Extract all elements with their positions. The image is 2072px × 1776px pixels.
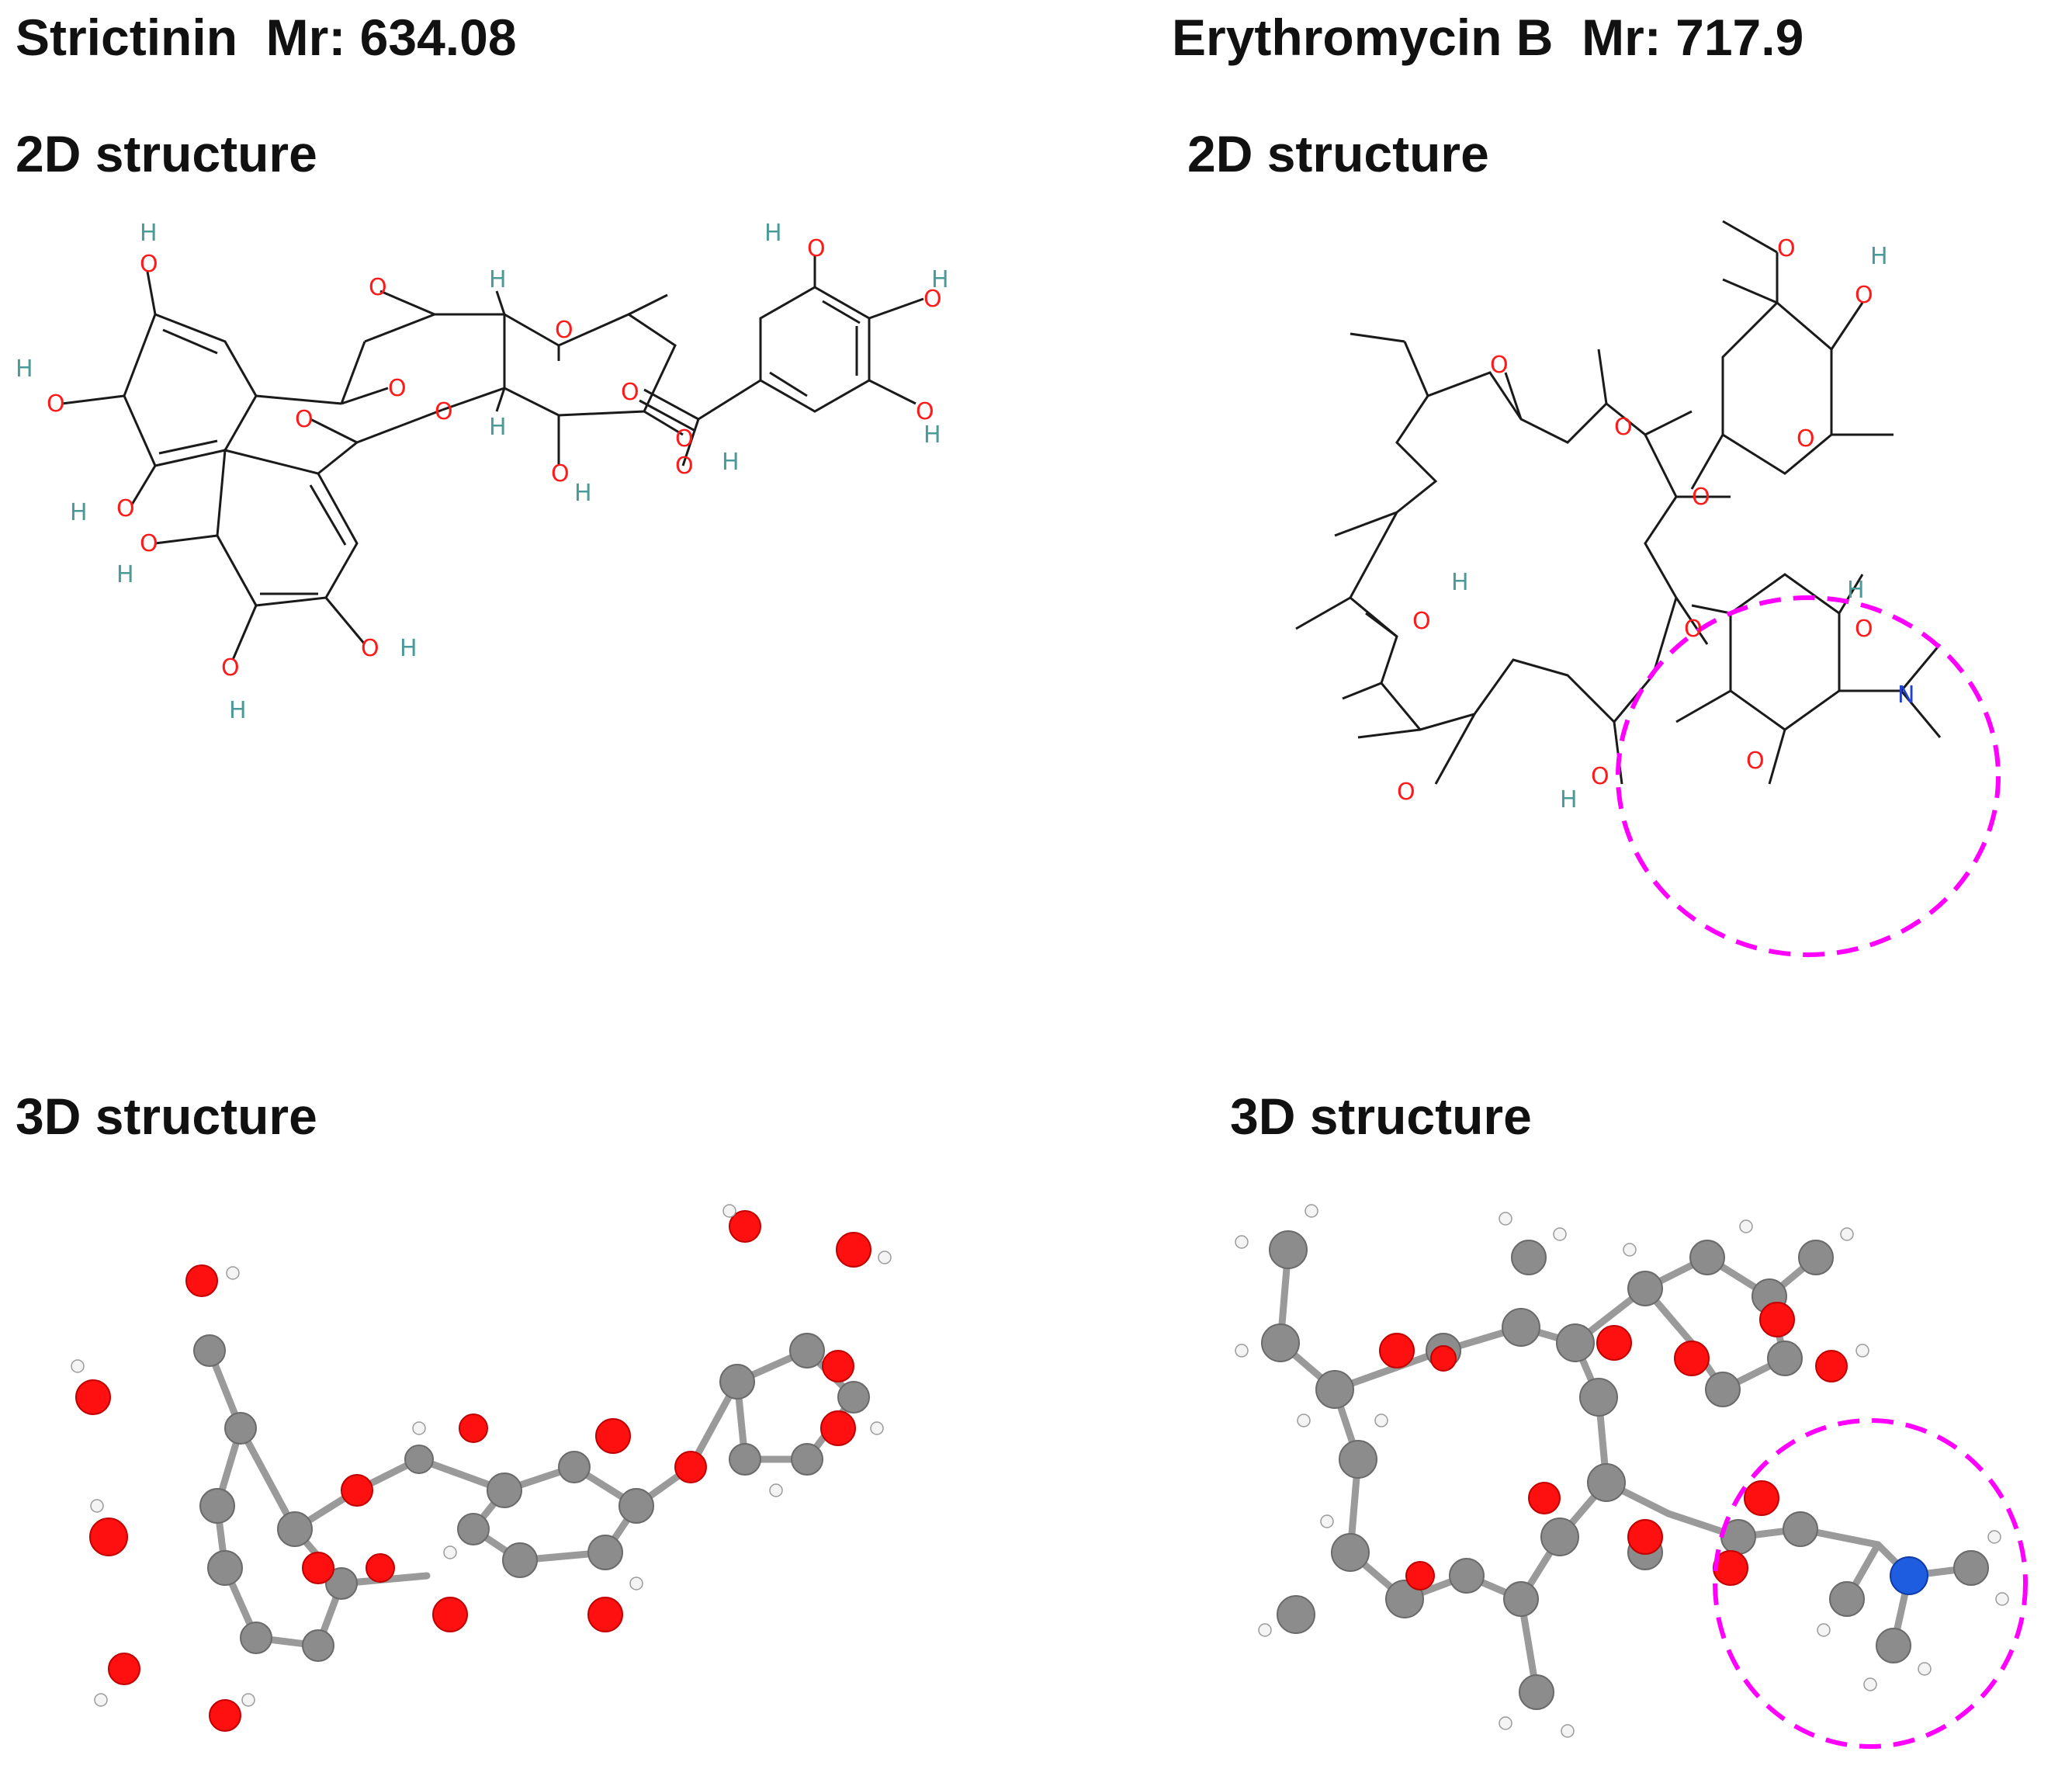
hhdp-ring-lower xyxy=(154,408,443,661)
svg-text:O: O xyxy=(1684,616,1703,643)
desosamine-highlight-circle xyxy=(1616,595,2001,957)
3d-desosamine-highlight-circle xyxy=(1713,1418,2028,1749)
svg-text:O: O xyxy=(621,379,639,406)
desosamine-ring xyxy=(1675,573,1942,785)
svg-text:H: H xyxy=(1847,577,1865,604)
svg-text:O: O xyxy=(435,398,453,425)
svg-text:O: O xyxy=(140,251,158,278)
svg-text:H: H xyxy=(1451,569,1469,596)
erythromycin-oxygen-labels: O O O O O O O O O O O O xyxy=(1397,235,1873,806)
svg-text:O: O xyxy=(807,235,826,262)
svg-text:O: O xyxy=(1855,616,1873,643)
strictinin-carbon-atoms xyxy=(193,1333,870,1662)
svg-text:O: O xyxy=(551,460,570,487)
svg-text:O: O xyxy=(47,390,65,418)
cladinose-ring xyxy=(1690,220,1894,490)
erythromycin-oxygen-atoms xyxy=(1379,1302,1848,1590)
svg-text:H: H xyxy=(140,220,158,247)
svg-text:H: H xyxy=(764,220,782,247)
svg-text:O: O xyxy=(1591,763,1609,790)
svg-text:O: O xyxy=(369,274,387,301)
nitrogen-atom xyxy=(1890,1556,1928,1595)
svg-text:H: H xyxy=(931,266,949,293)
svg-text:O: O xyxy=(361,635,379,662)
erythromycin-hydrogen-labels: H H H H xyxy=(1451,243,1888,813)
svg-text:O: O xyxy=(675,425,694,453)
erythromycin-3d-bonds xyxy=(1277,1246,1975,1696)
macrolactone-ring xyxy=(1295,332,1731,785)
strictinin-oxygen-atoms xyxy=(75,1210,871,1732)
svg-text:H: H xyxy=(489,414,507,441)
svg-text:O: O xyxy=(1855,282,1873,309)
svg-text:H: H xyxy=(489,266,507,293)
strictinin-2d-structure: O O O O O O O O O O O O O O O O O O H H … xyxy=(16,220,949,724)
svg-text:O: O xyxy=(916,398,934,425)
strictinin-hydrogen-atoms xyxy=(71,1204,892,1707)
erythromycin-title: Erythromycin B Mr: 717.9 xyxy=(1172,9,1804,66)
svg-text:H: H xyxy=(400,635,418,662)
svg-text:H: H xyxy=(70,499,88,526)
erythromycin-2d-structure: O O O O O O O O O O O O H H H H N xyxy=(1295,220,2001,957)
svg-text:O: O xyxy=(923,286,942,313)
svg-text:O: O xyxy=(140,530,158,557)
strictinin-3d-bonds xyxy=(206,1347,858,1649)
svg-text:H: H xyxy=(923,421,941,449)
erythromycin-hydrogen-atoms xyxy=(1235,1204,2009,1738)
svg-text:O: O xyxy=(116,495,135,522)
erythromycin-3d-model xyxy=(1235,1204,2028,1749)
svg-text:O: O xyxy=(295,406,314,433)
nitrogen-label: N xyxy=(1897,682,1914,709)
erythromycin-2d-label: 2D structure xyxy=(1187,125,1489,182)
svg-text:H: H xyxy=(1870,243,1888,270)
svg-text:O: O xyxy=(1797,425,1815,453)
svg-text:O: O xyxy=(675,453,694,480)
svg-text:O: O xyxy=(1490,352,1509,379)
svg-text:H: H xyxy=(574,480,592,507)
strictinin-3d-label: 3D structure xyxy=(16,1087,317,1145)
galloyl-ring-top xyxy=(639,256,924,467)
strictinin-3d-model xyxy=(71,1204,892,1732)
svg-text:O: O xyxy=(388,375,407,402)
svg-text:O: O xyxy=(555,317,573,344)
hydrogen-labels: H H H H H H H H H H H H H xyxy=(16,220,949,724)
svg-text:O: O xyxy=(1412,608,1431,635)
svg-text:O: O xyxy=(1746,748,1765,775)
glucose-ring xyxy=(379,290,684,466)
svg-text:H: H xyxy=(229,697,247,724)
svg-text:O: O xyxy=(1777,235,1796,262)
svg-text:H: H xyxy=(1560,786,1578,813)
strictinin-title: Strictinin Mr: 634.08 xyxy=(16,9,517,66)
svg-text:O: O xyxy=(1692,484,1710,511)
svg-text:H: H xyxy=(116,561,134,588)
oxygen-labels: O O O O O O O O O O O O O O O O O O xyxy=(47,235,942,682)
svg-text:O: O xyxy=(1397,779,1415,806)
strictinin-2d-label: 2D structure xyxy=(16,125,317,182)
svg-text:O: O xyxy=(221,654,240,682)
svg-text:H: H xyxy=(16,356,33,383)
erythromycin-3d-label: 3D structure xyxy=(1230,1087,1532,1145)
svg-text:O: O xyxy=(1614,414,1633,441)
svg-text:H: H xyxy=(722,449,740,476)
hhdp-ring-upper xyxy=(61,271,435,505)
